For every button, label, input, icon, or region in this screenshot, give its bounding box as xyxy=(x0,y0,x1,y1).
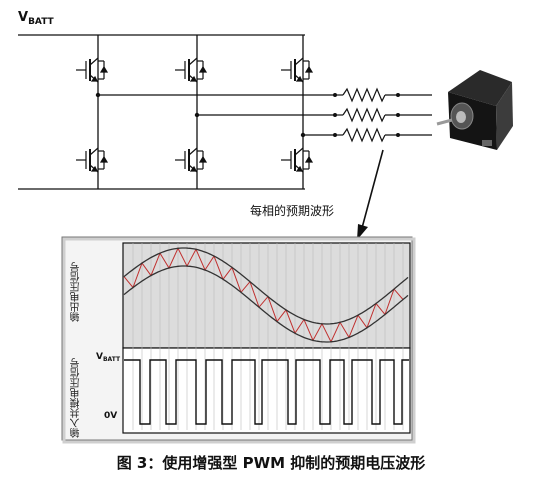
arrow-icon xyxy=(357,149,384,240)
figure-caption: 图 3：使用增强型 PWM 抑制的预期电压波形 xyxy=(116,454,426,472)
vbatt-level-label: VBATT xyxy=(96,352,121,363)
igbt-switch-icon xyxy=(175,147,208,173)
power-rails xyxy=(18,34,305,190)
igbt-switch-icon xyxy=(281,147,314,173)
pwm-common-mode-signal xyxy=(124,359,409,425)
triangle-ripple xyxy=(123,247,404,343)
igbt-switch-icon xyxy=(281,57,314,83)
output-envelope-upper xyxy=(123,247,409,325)
input-common-mode-axis-label: 输入共模电压信号 xyxy=(71,358,82,438)
switching-grid xyxy=(132,243,404,430)
motor-icon xyxy=(436,70,513,150)
expected-waveform-label: 每相的预期波形 xyxy=(250,204,335,218)
igbt-switch-icon xyxy=(76,57,109,83)
output-envelope-lower xyxy=(123,265,409,343)
igbt-switches xyxy=(76,57,314,173)
igbt-switch-icon xyxy=(175,57,208,83)
igbt-switch-icon xyxy=(76,147,109,173)
vbatt-label: VBATT xyxy=(18,10,54,27)
zero-volt-label: 0V xyxy=(104,411,118,421)
resistor-icon xyxy=(335,87,432,143)
output-voltage-axis-label: 输出电压信号 xyxy=(71,262,82,322)
bridge-legs xyxy=(97,35,335,189)
junction-dots xyxy=(95,92,400,138)
